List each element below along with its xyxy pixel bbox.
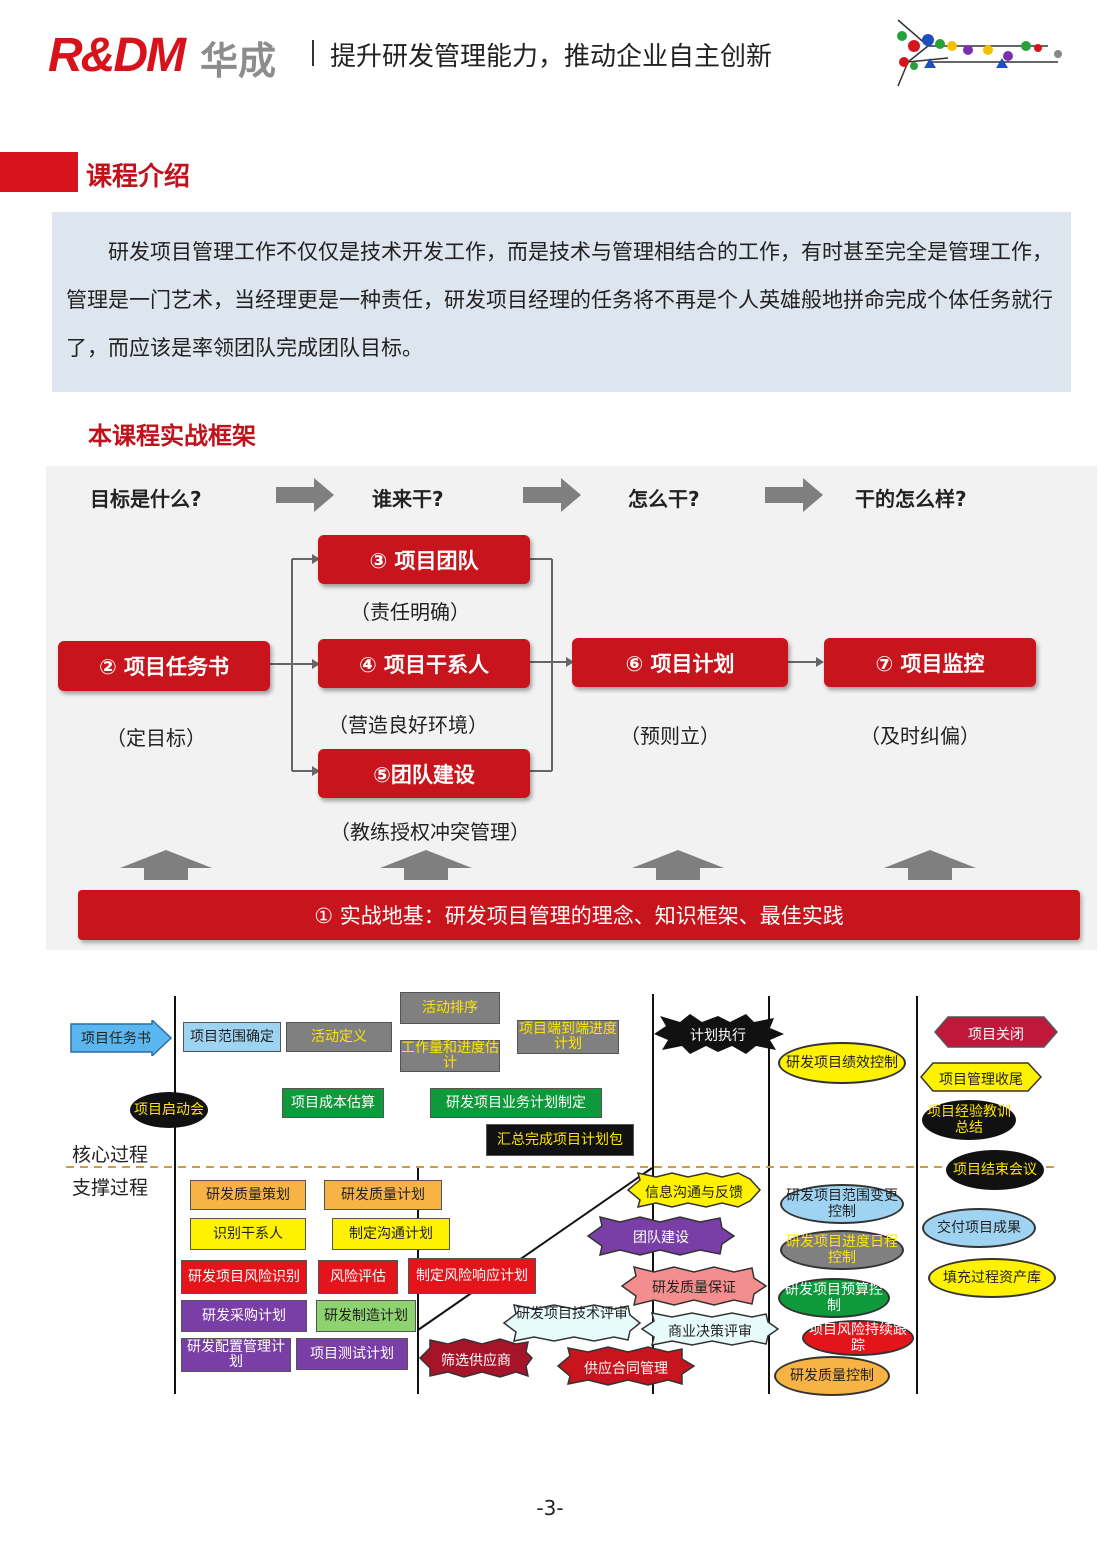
cost-estimate-box: 项目成本估算: [282, 1088, 384, 1118]
right-arrow-icon: [765, 478, 823, 512]
note-plan: （预则立）: [620, 724, 720, 748]
page-number: -3-: [536, 1496, 564, 1520]
project-team-box: ③ 项目团队: [318, 535, 530, 584]
phase-divider: [174, 996, 176, 1394]
note-monitor: （及时纠偏）: [860, 724, 980, 748]
support-process-label: 支撑过程: [72, 1177, 149, 1199]
end-meeting-ellipse: 项目结束会议: [946, 1150, 1044, 1190]
header-slogan: 提升研发管理能力，推动企业自主创新: [330, 42, 773, 72]
question-who: 谁来干?: [372, 487, 444, 511]
lessons-ellipse: 项目经验教训总结: [922, 1100, 1016, 1140]
plan-execution-label: 计划执行: [690, 1028, 746, 1044]
project-plan-box: ⑥ 项目计划: [572, 638, 788, 687]
up-arrow-icon: [632, 850, 724, 880]
team-building-box: ⑤团队建设: [318, 749, 530, 798]
logo-chinese-name: 华成: [200, 39, 277, 83]
up-arrow-icon: [120, 850, 212, 880]
note-stakeholder: （营造良好环境）: [328, 713, 488, 737]
risk-tracking-ellipse: 项目风险持续跟踪: [802, 1320, 914, 1356]
test-plan-box: 项目测试计划: [296, 1338, 408, 1370]
mgmt-close-label: 项目管理收尾: [939, 1072, 1023, 1088]
budget-control-ellipse: 研发项目预算控制: [778, 1278, 890, 1318]
phase-divider: [768, 996, 770, 1394]
tech-review-label: 研发项目技术评审: [516, 1306, 628, 1322]
close-hexagon: [934, 1016, 1058, 1048]
info-comm-shape: [626, 1172, 762, 1208]
activity-definition-box: 活动定义: [286, 1022, 392, 1052]
config-plan-box: 研发配置管理计划: [181, 1338, 291, 1372]
manufacture-plan-box: 研发制造计划: [316, 1300, 416, 1332]
tech-review-shape: [502, 1304, 642, 1342]
framework-connectors: [270, 554, 824, 776]
question-goal: 目标是什么?: [90, 487, 202, 511]
team-build-label: 团队建设: [633, 1230, 689, 1246]
communication-plan-box: 制定沟通计划: [332, 1218, 450, 1250]
quality-plan-box: 研发质量计划: [324, 1180, 442, 1210]
activity-sequence-box: 活动排序: [400, 992, 500, 1024]
info-comm-label: 信息沟通与反馈: [645, 1185, 743, 1201]
risk-identify-box: 研发项目风险识别: [181, 1260, 307, 1294]
up-arrow-icon: [380, 850, 472, 880]
header-divider: [312, 40, 314, 66]
plan-package-box: 汇总完成项目计划包: [486, 1124, 634, 1156]
task-book-label: 项目任务书: [81, 1031, 151, 1047]
section-marker: [0, 152, 78, 192]
note-team: （责任明确）: [350, 600, 470, 624]
performance-control-ellipse: 研发项目绩效控制: [778, 1042, 906, 1084]
contract-shape: [556, 1346, 696, 1386]
effort-estimate-box: 工作量和进度估计: [400, 1040, 500, 1072]
core-process-label: 核心过程: [72, 1144, 149, 1166]
kickoff-ellipse: 项目启动会: [130, 1092, 208, 1128]
framework-title: 本课程实战框架: [88, 422, 256, 450]
question-result: 干的怎么样?: [855, 487, 967, 511]
close-label: 项目关闭: [968, 1027, 1024, 1043]
qa-shape: [620, 1266, 768, 1306]
risk-evaluation-box: 风险评估: [318, 1260, 398, 1294]
plan-execution-burst: [654, 1014, 784, 1054]
business-plan-box: 研发项目业务计划制定: [430, 1088, 602, 1118]
scope-change-ellipse: 研发项目范围变更控制: [780, 1184, 904, 1224]
task-book-arrow-icon: [70, 1020, 172, 1056]
question-how: 怎么干?: [628, 487, 700, 511]
mgmt-close-hexagon: [920, 1062, 1042, 1092]
quality-control-ellipse: 研发质量控制: [774, 1356, 890, 1396]
risk-response-box: 制定风险响应计划: [408, 1258, 536, 1294]
molecule-logo-icon: [897, 19, 1062, 87]
foundation-bar: ① 实战地基：研发项目管理的理念、知识框架、最佳实践: [78, 890, 1080, 940]
phase-divider: [916, 996, 918, 1394]
biz-review-label: 商业决策评审: [668, 1324, 752, 1340]
stakeholder-box: ④ 项目干系人: [318, 639, 530, 688]
supplier-shape: [418, 1338, 533, 1378]
quality-planning-box: 研发质量策划: [190, 1180, 306, 1210]
section-title: 课程介绍: [86, 162, 191, 192]
deliver-ellipse: 交付项目成果: [922, 1208, 1036, 1248]
note-building: （教练授权冲突管理）: [330, 820, 530, 844]
supplier-label: 筛选供应商: [441, 1353, 511, 1369]
right-arrow-icon: [276, 478, 334, 512]
biz-review-shape: [640, 1312, 780, 1346]
schedule-control-ellipse: 研发项目进度日程控制: [780, 1230, 904, 1270]
intro-paragraph: 研发项目管理工作不仅仅是技术开发工作，而是技术与管理相结合的工作，有时甚至完全是…: [66, 240, 1053, 360]
qa-label: 研发质量保证: [652, 1280, 736, 1296]
identify-stakeholder-box: 识别干系人: [190, 1218, 306, 1250]
contract-label: 供应合同管理: [584, 1361, 668, 1377]
team-build-shape: [586, 1216, 736, 1256]
up-arrow-icon: [884, 850, 976, 880]
rdm-logo: R&DM: [48, 29, 186, 82]
right-arrow-icon: [523, 478, 581, 512]
note-task: （定目标）: [106, 726, 206, 750]
e2e-plan-box: 项目端到端进度计划: [517, 1020, 619, 1054]
purchase-plan-box: 研发采购计划: [181, 1300, 307, 1332]
scope-box: 项目范围确定: [183, 1022, 281, 1052]
asset-library-ellipse: 填充过程资产库: [928, 1258, 1056, 1298]
task-book-box: ② 项目任务书: [58, 641, 270, 691]
project-monitor-box: ⑦ 项目监控: [824, 638, 1036, 687]
intro-box: [52, 212, 1071, 392]
